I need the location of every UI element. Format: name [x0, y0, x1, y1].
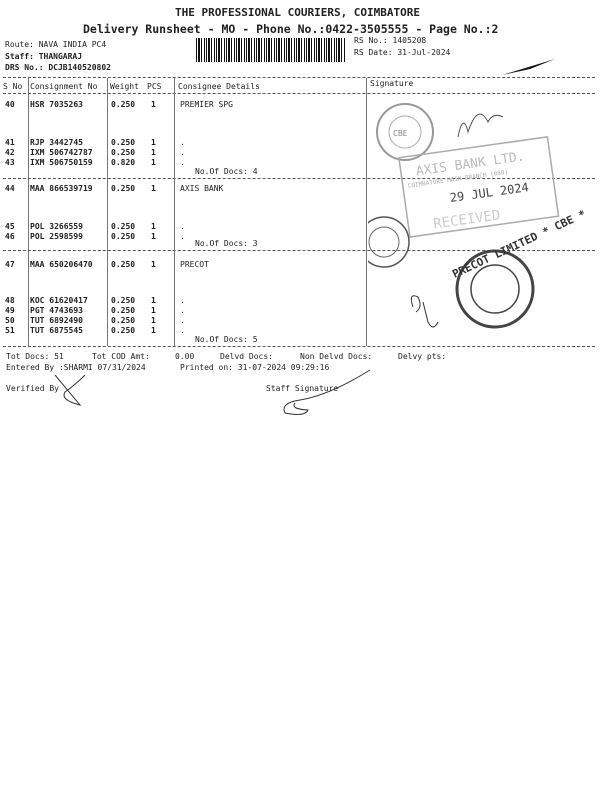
- axis-received-stamp: AXIS BANK LTD. COIMBATORE MAIN BRANCH (0…: [398, 136, 560, 238]
- verified-signature: [54, 374, 86, 406]
- row-pcs: 1: [151, 316, 156, 325]
- consignee-name: AXIS BANK: [180, 184, 224, 193]
- row-pcs: 1: [151, 138, 156, 147]
- row-pcs: 1: [151, 326, 156, 335]
- row-sno: 41: [5, 138, 15, 147]
- tot-cod-value: 0.00: [175, 352, 195, 361]
- delvd-docs: Delvd Docs:: [220, 352, 273, 361]
- consignee-name: PRECOT: [180, 260, 209, 269]
- route: Route: NAVA INDIA PC4: [5, 40, 107, 49]
- consignee-name: PREMIER SPG: [180, 100, 233, 109]
- row-sno: 43: [5, 158, 15, 167]
- row-pcs: 1: [151, 296, 156, 305]
- row-weight: 0.250: [111, 100, 136, 109]
- row-weight: 0.250: [111, 138, 136, 147]
- row-sno: 40: [5, 100, 15, 109]
- row-consignment-no: MAA 866539719: [30, 184, 93, 193]
- row-sno: 42: [5, 148, 15, 157]
- row-consignment-no: IXM 506750159: [30, 158, 93, 167]
- staff-signature-scribble: [283, 369, 371, 415]
- consignee-dot: .: [180, 148, 185, 157]
- drs-number: DRS No.: DCJB140520802: [5, 63, 111, 72]
- consignee-dot: .: [180, 158, 185, 167]
- svg-text:29 JUL 2024: 29 JUL 2024: [449, 180, 530, 205]
- col-consignee: Consignee Details: [178, 82, 260, 91]
- consignee-dot: .: [180, 138, 185, 147]
- row-pcs: 1: [151, 148, 156, 157]
- row-divider: [3, 250, 595, 251]
- company-title: THE PROFESSIONAL COURIERS, COIMBATORE: [175, 6, 421, 19]
- entered-by: Entered By :SHARMI 07/31/2024: [6, 363, 146, 372]
- row-pcs: 1: [151, 184, 156, 193]
- row-consignment-no: KOC 61620417: [30, 296, 88, 305]
- row-sno: 46: [5, 232, 15, 241]
- rs-date: RS Date: 31-Jul-2024: [354, 48, 451, 57]
- row-pcs: 1: [151, 260, 156, 269]
- row-consignment-no: POL 2598599: [30, 232, 83, 241]
- row-pcs: 1: [151, 222, 156, 231]
- row-weight: 0.250: [111, 148, 136, 157]
- row-weight: 0.250: [111, 326, 136, 335]
- row-sno: 50: [5, 316, 15, 325]
- docs-count: No.Of Docs: 4: [195, 167, 258, 176]
- stamps-area: CBE AXIS BANK LTD. COIMBATORE MAIN BRANC…: [368, 103, 588, 329]
- staff-signature-label: Staff Signature: [266, 384, 339, 393]
- verified-by: Verified By: [6, 384, 59, 393]
- cbe-stamp-text: CBE: [393, 129, 408, 138]
- consignee-dot: .: [180, 232, 185, 241]
- row-sno: 45: [5, 222, 15, 231]
- row-weight: 0.250: [111, 222, 136, 231]
- row-sno: 48: [5, 296, 15, 305]
- row-weight: 0.250: [111, 232, 136, 241]
- row-divider: [3, 178, 595, 179]
- non-delvd-docs: Non Delvd Docs:: [300, 352, 373, 361]
- row-weight: 0.250: [111, 316, 136, 325]
- barcode: [196, 38, 346, 62]
- row-pcs: 1: [151, 232, 156, 241]
- consignee-dot: .: [180, 222, 185, 231]
- docs-count: No.Of Docs: 5: [195, 335, 258, 344]
- docs-count: No.Of Docs: 3: [195, 239, 258, 248]
- row-weight: 0.250: [111, 260, 136, 269]
- ink-mark: [502, 59, 555, 75]
- row-weight: 0.250: [111, 296, 136, 305]
- col-consignment: Consignment No: [30, 82, 98, 91]
- row-consignment-no: MAA 650206470: [30, 260, 93, 269]
- staff: Staff: THANGARAJ: [5, 52, 83, 61]
- row-sno: 44: [5, 184, 15, 193]
- row-consignment-no: TUT 6875545: [30, 326, 83, 335]
- delvy-pts: Delvy pts:: [398, 352, 447, 361]
- col-signature: Signature: [370, 79, 414, 88]
- col-sno: S No: [3, 82, 23, 91]
- consignee-dot: .: [180, 326, 185, 335]
- row-pcs: 1: [151, 100, 156, 109]
- tot-cod-label: Tot COD Amt:: [92, 352, 150, 361]
- row-weight: 0.820: [111, 158, 136, 167]
- row-weight: 0.250: [111, 184, 136, 193]
- row-consignment-no: RJP 3442745: [30, 138, 83, 147]
- row-consignment-no: TUT 6892490: [30, 316, 83, 325]
- row-sno: 49: [5, 306, 15, 315]
- col-pcs: PCS: [147, 82, 162, 91]
- tot-docs: Tot Docs: 51: [6, 352, 64, 361]
- consignee-dot: .: [180, 296, 185, 305]
- row-sno: 47: [5, 260, 15, 269]
- col-weight: Weight: [110, 82, 139, 91]
- row-weight: 0.250: [111, 306, 136, 315]
- row-consignment-no: POL 3266559: [30, 222, 83, 231]
- printed-on: Printed on: 31-07-2024 09:29:16: [180, 363, 330, 372]
- row-pcs: 1: [151, 158, 156, 167]
- rs-number: RS No.: 1405208: [354, 36, 427, 45]
- row-consignment-no: IXM 506742787: [30, 148, 93, 157]
- row-consignment-no: PGT 4743693: [30, 306, 83, 315]
- row-sno: 51: [5, 326, 15, 335]
- row-pcs: 1: [151, 306, 156, 315]
- consignee-dot: .: [180, 316, 185, 325]
- row-consignment-no: HSR 7035263: [30, 100, 83, 109]
- consignee-dot: .: [180, 306, 185, 315]
- runsheet-subtitle: Delivery Runsheet - MO - Phone No.:0422-…: [83, 22, 499, 36]
